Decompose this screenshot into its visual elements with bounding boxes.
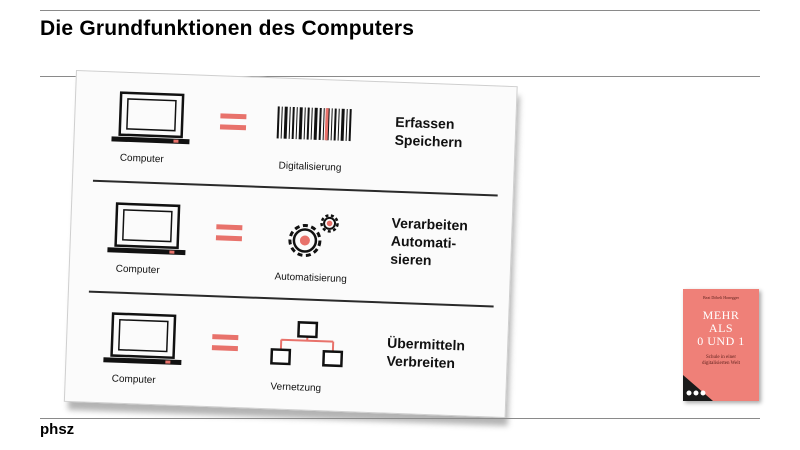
laptop-icon	[103, 312, 182, 366]
laptop-icon	[111, 91, 190, 145]
top-rule	[40, 10, 760, 11]
barcode-icon	[276, 106, 352, 142]
book-author: Beat Döbeli Honegger	[703, 295, 739, 300]
book-title-line: MEHR	[702, 308, 740, 322]
computer-label: Computer	[119, 152, 164, 166]
function-card: Computer Digitalisierung	[63, 70, 530, 426]
publisher-logo-icon	[686, 390, 706, 396]
book-corner	[683, 375, 713, 401]
function-text: Erfassen Speichern	[394, 113, 463, 151]
function-text: Übermitteln Verbreiten	[386, 334, 465, 373]
function-line: Speichern	[394, 131, 463, 151]
book-subtitle-line: digitalisierten Welt	[702, 361, 740, 366]
equals-sign	[216, 224, 243, 245]
footer-label: phsz	[40, 421, 75, 438]
function-text: Verarbeiten Automati- sieren	[390, 214, 468, 271]
equals-sign	[212, 334, 239, 355]
footer-rule	[40, 418, 760, 419]
row-vernetzung: Computer Vernetzung Übermitteln Verbreit…	[65, 292, 509, 416]
function-line: Verbreiten	[386, 352, 456, 372]
equals-sign	[220, 113, 247, 134]
book-cover: Beat Döbeli Honegger MEHR ALS 0 UND 1 Sc…	[683, 289, 759, 401]
card-sheet: Computer Digitalisierung	[63, 70, 518, 418]
row-automatisierung: Computer Automatisierung Verarbeiten Aut…	[69, 182, 513, 306]
digitalisierung-label: Digitalisierung	[278, 160, 342, 174]
slide-title: Die Grundfunktionen des Computers	[40, 17, 415, 40]
computer-label: Computer	[115, 263, 160, 277]
row-digitalisierung: Computer Digitalisierung	[73, 71, 517, 195]
function-line: sieren	[390, 250, 432, 269]
book-title: MEHR ALS 0 UND 1	[683, 309, 759, 348]
automatisierung-label: Automatisierung	[274, 271, 347, 286]
vernetzung-label: Vernetzung	[270, 381, 322, 395]
title-rule	[40, 76, 760, 77]
book-subtitle-line: Schule in einer	[706, 355, 736, 360]
network-icon	[270, 321, 344, 368]
laptop-icon	[107, 202, 186, 256]
book-title-line: 0 UND 1	[697, 334, 745, 348]
computer-label: Computer	[111, 373, 156, 387]
gears-icon	[288, 214, 339, 258]
book-title-line: ALS	[708, 321, 734, 335]
book-subtitle: Schule in einer digitalisierten Welt	[683, 355, 759, 367]
